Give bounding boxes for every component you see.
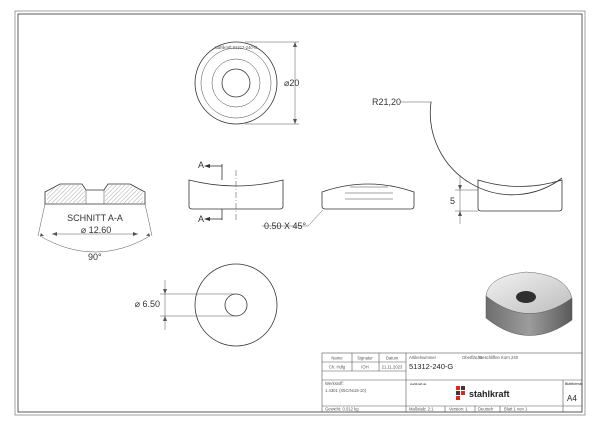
stahlkraft-logo: stahlkraft [456,386,510,400]
brand-tiny: stahlkraft.de [410,382,427,386]
article-label: Artikelnummer [409,355,437,360]
row-label: Ch. Hdlg [329,365,346,370]
diameter-20-label: ⌀20 [284,78,299,88]
sheet-outer-border [14,10,586,416]
sheet-number: Blatt 1 von 1 [504,407,528,412]
material-value: 1.4301 (X5CrNi18-10) [325,388,367,393]
side-view: 0.50 X 45° [262,183,415,231]
row-date: 21.11.2023 [382,365,403,370]
diameter-12-60-label: ⌀ 12.60 [81,225,111,235]
engraving-text: stahlkraft 51312-240-G [215,45,258,50]
top-view: stahlkraft 51312-240-G ⌀20 [194,41,299,125]
title-block: Name Signatur Datum Ch. Hdlg IOH 21.11.2… [321,352,582,413]
angle-90-label: 90° [88,252,102,262]
height-5-label: 5 [450,196,455,206]
material-label: Werkstoff: [325,381,344,386]
scale: Maßstab: 2:1 [409,407,434,412]
diameter-6-50-label: ⌀ 6.50 [135,299,160,309]
section-label: SCHNITT A-A [67,213,123,223]
front-view: A A [188,160,284,224]
section-marker-bottom: A [198,214,204,224]
version: Version: 1 [449,407,468,412]
col-name: Name [331,356,343,361]
chamfer-label: 0.50 X 45° [264,221,307,231]
brand-name: stahlkraft [469,389,510,399]
bottom-view: ⌀ 6.50 [135,263,278,347]
weight: Gewicht: 0.012 kg [325,407,359,412]
section-marker-top: A [198,160,204,170]
row-signature: IOH [361,365,368,370]
right-view: R21,20 5 [372,97,563,224]
section-view: SCHNITT A-A ⌀ 12.60 90° [37,183,153,262]
format-value: A4 [567,394,577,403]
sheet-border [17,13,583,413]
article-number: 51312-240-G [409,362,453,371]
format-label: Blattformat [565,382,582,386]
col-date: Datum [386,356,399,361]
surface-value: Geschliffen Korn 240 [479,355,519,360]
col-signature: Signatur [357,356,373,361]
surface-label: Oberfläche: [462,355,484,360]
radius-label: R21,20 [372,97,401,107]
language: Deutsch [478,407,494,412]
isometric-view [485,271,573,336]
